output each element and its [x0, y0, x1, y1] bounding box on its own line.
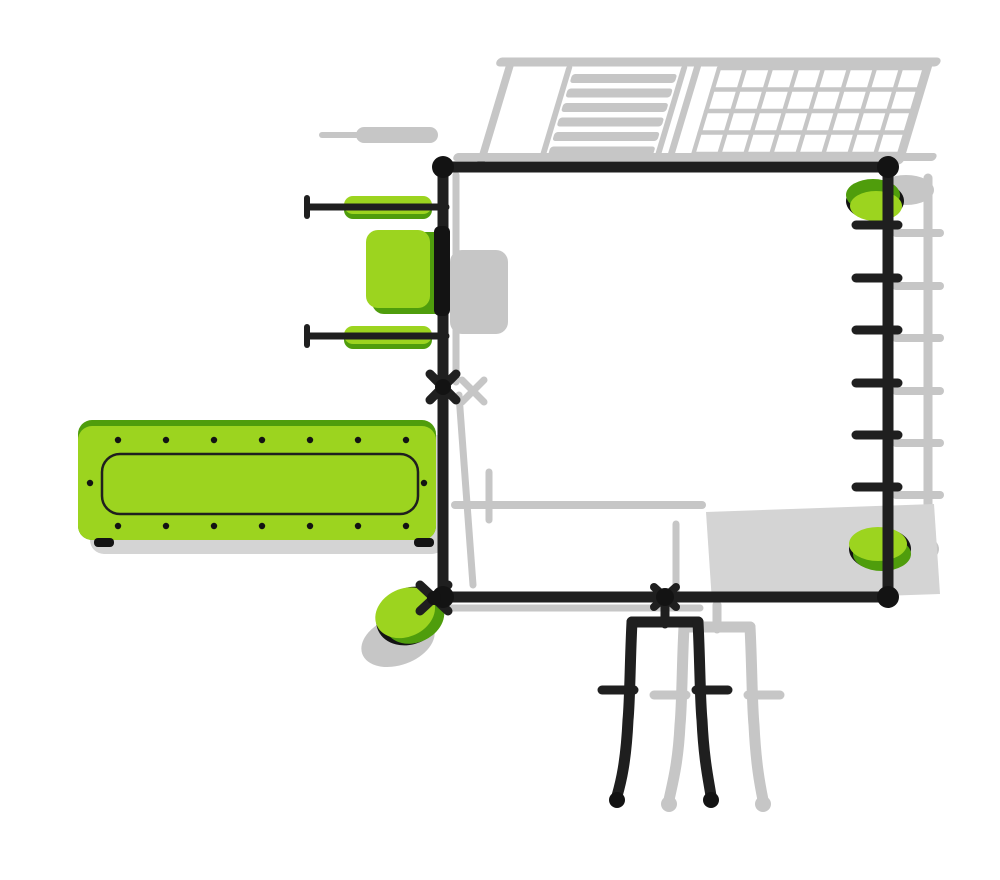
seat-clamp-hub [427, 591, 441, 605]
shadow-slat-rail-l [538, 65, 573, 161]
bench-bolt [258, 436, 266, 444]
shadow-left-bar-lower [455, 391, 477, 589]
corner-joint-top-left [432, 156, 454, 178]
shadow-slat-rail-r [653, 65, 688, 161]
bench-bolt [162, 522, 170, 530]
bench-bolt [306, 436, 314, 444]
bench-bolt-layer [86, 436, 434, 547]
roller-drum-face [366, 230, 430, 308]
bench-foot-left [94, 538, 114, 547]
frame-joint-layer [427, 156, 899, 808]
shadow-left-rail [477, 58, 516, 164]
bench-inner-outline [100, 452, 420, 516]
bench-bolt [114, 436, 122, 444]
shadow-foot-left [661, 796, 677, 812]
shadow-tube-layer [319, 57, 944, 806]
bench-bolt [402, 436, 410, 444]
seat-disc-face [375, 587, 436, 639]
bench-top-face [78, 426, 436, 540]
shadow-foot-right [755, 796, 771, 812]
bench-bolt [210, 522, 218, 530]
shadow-clamp-x2 [458, 376, 488, 406]
handlebar-foot-left [609, 792, 625, 808]
top-structure-shadow [453, 57, 941, 165]
bench-bolt [210, 436, 218, 444]
roller-drum-backplate [434, 226, 450, 316]
bench-bolt [258, 522, 266, 530]
shadow-slat-grid [548, 74, 677, 156]
handlebar-left-arm [611, 616, 638, 802]
shadow-roller-drum [450, 250, 508, 334]
bench-bolt [306, 522, 314, 530]
step-disc-bottom-face [849, 527, 907, 561]
step-disc-top-face [850, 191, 902, 221]
handlebar-unit [597, 594, 733, 802]
handlebar-foot-right [703, 792, 719, 808]
corner-joint-bottom-right [877, 586, 899, 608]
corner-joint-top-right [877, 156, 899, 178]
left-bar-clamp-hub [435, 379, 451, 395]
shadow-mid-rail [667, 60, 702, 160]
bench-bolt [420, 479, 428, 487]
shadow-handle-capsule [356, 127, 438, 143]
shadow-net-grid [690, 65, 930, 158]
bench-outline-layer [100, 452, 420, 516]
center-joint [656, 588, 674, 606]
bench-bolt [114, 522, 122, 530]
bench-bolt [162, 436, 170, 444]
shadow-handlebar-unit [649, 600, 785, 806]
handlebar-right-arm [692, 616, 717, 802]
bench-bolt [86, 479, 94, 487]
bench-bolt [402, 522, 410, 530]
bench-bolt [354, 436, 362, 444]
bench-foot-right [414, 538, 434, 547]
bench-bolt [354, 522, 362, 530]
